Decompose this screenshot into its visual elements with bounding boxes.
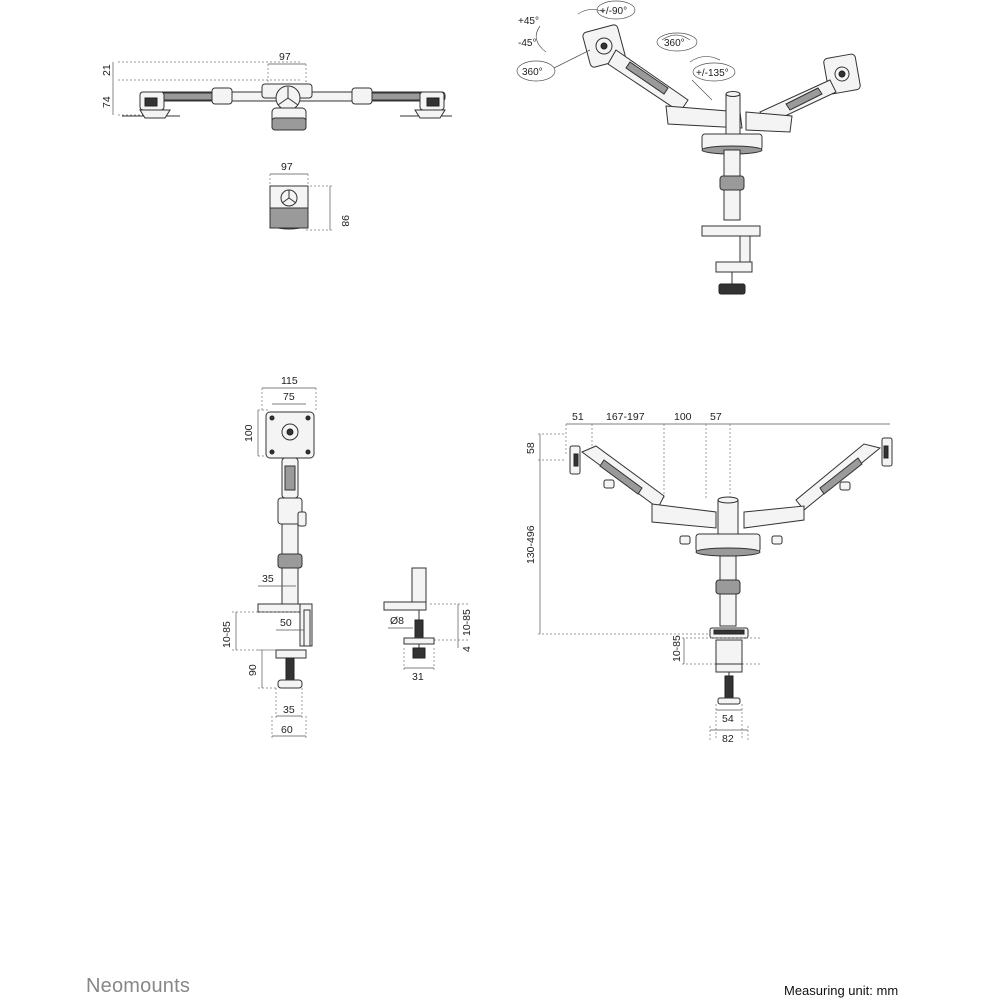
clamp-depth-label: 90: [247, 664, 259, 676]
front-view: 51 167-197 100 57 58 130-496: [525, 411, 893, 745]
vesa-h-label: 75: [283, 391, 295, 403]
desk-range-label: 10-85: [221, 621, 233, 648]
grommet-range-label: 10-85: [461, 609, 473, 636]
base-width-label: 60: [281, 724, 293, 736]
top-width-label: 97: [279, 51, 291, 63]
measuring-unit-note: Measuring unit: mm: [784, 983, 899, 998]
seg3-label: 100: [674, 411, 692, 423]
brand-logo: Neomounts: [86, 975, 191, 997]
arm-rotate-label: 360°: [664, 38, 685, 49]
seg2-label: 167-197: [606, 411, 645, 423]
pole-offset-label: 35: [262, 573, 274, 585]
vesa-v-label: 100: [243, 424, 255, 442]
tilt-down-label: -45°: [518, 38, 536, 49]
plate-rotate-label: 360°: [522, 67, 543, 78]
grommet-width-label: 31: [412, 671, 424, 683]
top-depth-label: 21: [101, 64, 113, 76]
top-view: 21 74 97: [101, 51, 452, 131]
top-offset-label: 58: [525, 442, 537, 454]
hole-label: Ø8: [390, 615, 404, 627]
tilt-up-label: +45°: [518, 16, 539, 27]
grommet-thickness-label: 4: [461, 646, 473, 652]
seg1-label: 51: [572, 411, 584, 423]
clamp-inner-label: 50: [280, 617, 292, 629]
base-width-label: 97: [281, 161, 293, 173]
plate-width-label: 115: [281, 375, 298, 387]
perspective-view: +45° -45° +/-90° 360° 360° +/-135°: [516, 0, 861, 295]
front-clamp-outer-label: 82: [722, 733, 734, 745]
base-height-label: 98: [339, 215, 351, 227]
knob-label: 35: [283, 704, 295, 716]
base-view: 97 98: [269, 161, 351, 231]
arm-swivel-label: +/-135°: [696, 68, 729, 79]
top-height-label: 74: [101, 96, 113, 108]
height-range-label: 130-496: [525, 525, 537, 564]
side-view: 115 75 100 35 10-85 50: [221, 375, 317, 740]
front-clamp-inner-label: 54: [722, 713, 734, 725]
grommet-view: 10-85 4 Ø8 31: [383, 567, 473, 683]
seg4-label: 57: [710, 411, 722, 423]
front-desk-range-label: 10-85: [671, 635, 683, 662]
swivel-label: +/-90°: [600, 6, 627, 17]
